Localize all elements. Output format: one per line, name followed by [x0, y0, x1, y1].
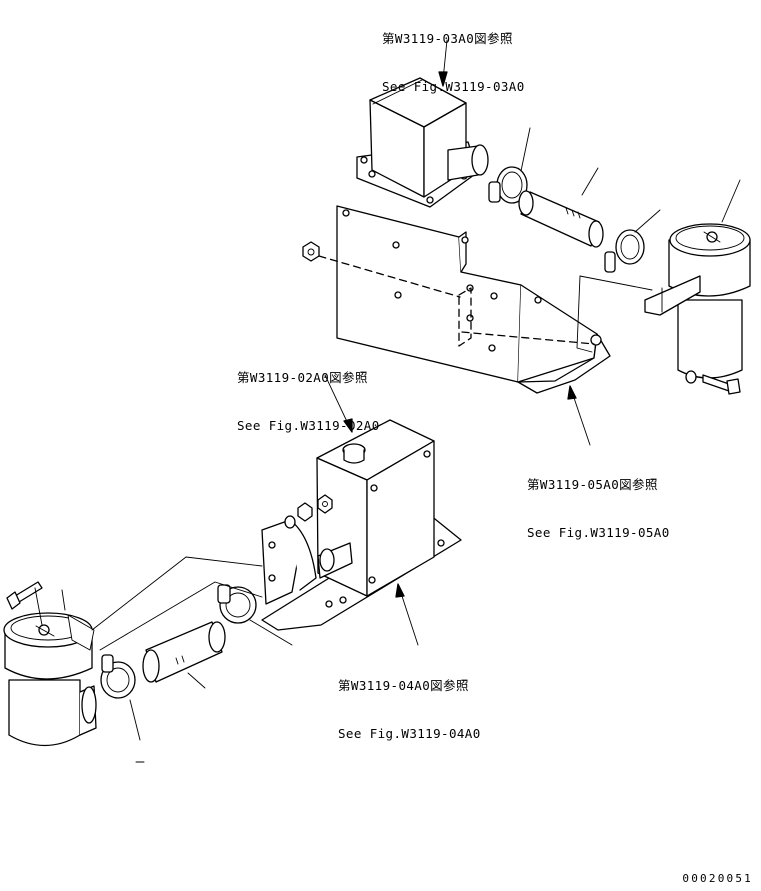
- callout-jp-text: 第W3119-03A0図参照: [382, 31, 513, 46]
- lower-hose-clamp: [217, 584, 257, 624]
- callout-w3119-02a0: 第W3119-02A0図参照 See Fig.W3119-02A0: [237, 338, 380, 450]
- lower-air-cleaner: [3, 612, 97, 747]
- upper-mounting-bracket: [336, 205, 611, 394]
- figure-number: 00020051: [682, 872, 753, 885]
- lower-nut-2: [317, 494, 333, 514]
- upper-nut: [302, 241, 320, 262]
- callout-en-text: See Fig.W3119-04A0: [338, 726, 481, 741]
- callout-jp-text: 第W3119-04A0図参照: [338, 678, 469, 693]
- callout-jp-text: 第W3119-02A0図参照: [237, 370, 368, 385]
- callout-en-text: See Fig.W3119-05A0: [527, 525, 670, 540]
- upper-bolt: [702, 374, 741, 395]
- callout-w3119-03a0: 第W3119-03A0図参照 See Fig.W3119-03A0: [382, 0, 525, 111]
- callout-en-text: See Fig.W3119-02A0: [237, 418, 380, 433]
- item-leaders: [61, 127, 741, 763]
- upper-hose: [518, 190, 604, 248]
- callout-w3119-04a0: 第W3119-04A0図参照 See Fig.W3119-04A0: [338, 646, 481, 758]
- upper-washer: [685, 370, 697, 384]
- lower-bolt: [6, 581, 43, 610]
- upper-air-cleaner: [644, 223, 751, 379]
- upper-precleaner-box: [356, 77, 489, 208]
- lower-nut-1: [297, 502, 313, 522]
- lower-hose: [142, 621, 226, 683]
- callout-w3119-05a0: 第W3119-05A0図参照 See Fig.W3119-05A0: [527, 445, 670, 557]
- lower-precleaner-box: [316, 419, 435, 597]
- lower-leader-lines: [34, 556, 263, 651]
- callout-arrows: [324, 39, 591, 646]
- callout-en-text: See Fig.W3119-03A0: [382, 79, 525, 94]
- upper-hose-clamp-2: [604, 229, 645, 273]
- upper-leader-lines: [576, 275, 653, 353]
- lower-hose-clamp-2: [100, 654, 136, 699]
- callout-jp-text: 第W3119-05A0図参照: [527, 477, 658, 492]
- upper-hose-clamp: [488, 166, 528, 204]
- alignment-lines: [318, 255, 595, 345]
- lower-washer: [284, 515, 296, 529]
